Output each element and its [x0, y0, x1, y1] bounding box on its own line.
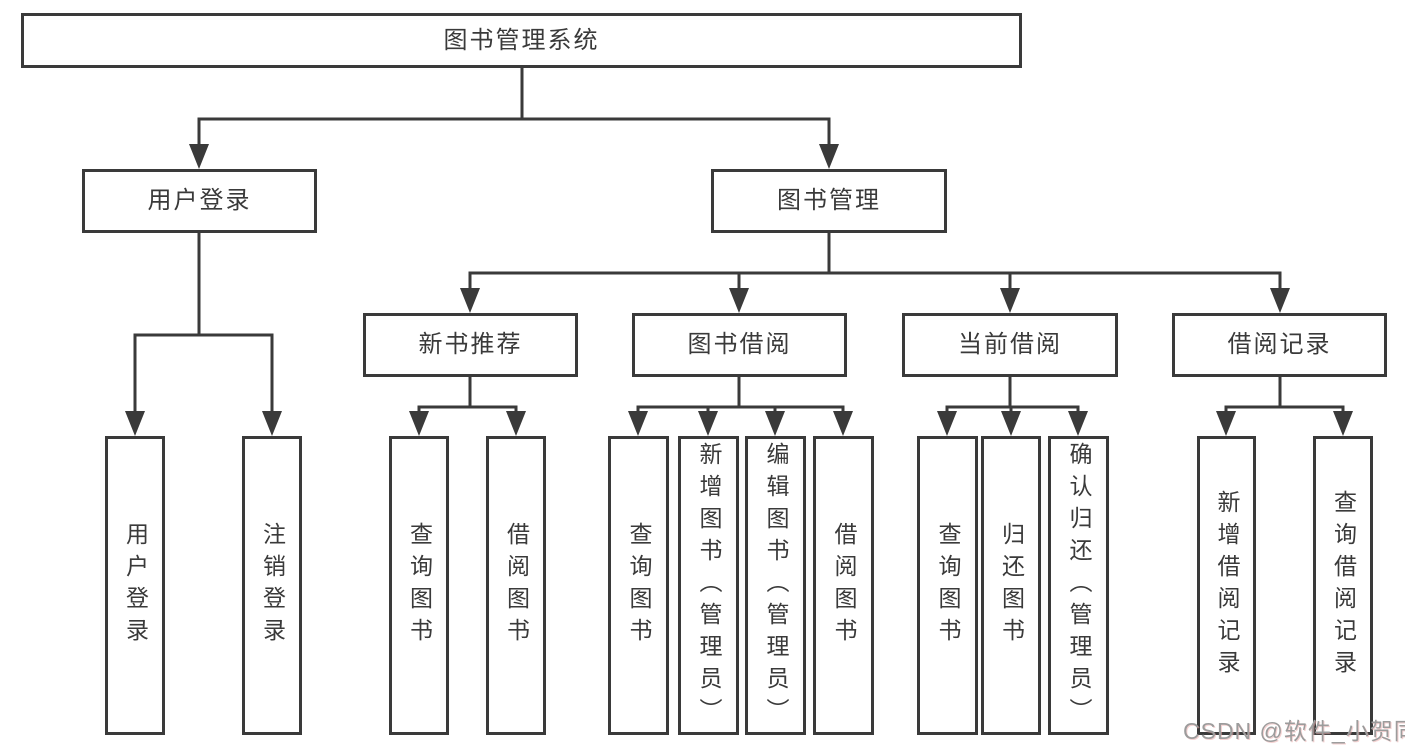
leaf-user-login: 用户登录 [105, 436, 165, 735]
node-new-book-recommendation: 新书推荐 [363, 313, 578, 377]
node-borrowing-records: 借阅记录 [1172, 313, 1387, 377]
leaf-borrow-books-recommend: 借阅图书 [486, 436, 546, 735]
leaf-borrow-books-borrowing: 借阅图书 [813, 436, 874, 735]
leaf-add-book-admin: 新增图书（管理员） [678, 436, 739, 735]
node-user-login: 用户登录 [82, 169, 317, 233]
leaf-query-books-recommend: 查询图书 [389, 436, 449, 735]
node-library-management-system: 图书管理系统 [21, 13, 1022, 68]
node-book-borrowing: 图书借阅 [632, 313, 847, 377]
leaf-query-books-borrowing: 查询图书 [608, 436, 669, 735]
node-current-borrowing: 当前借阅 [902, 313, 1118, 377]
leaf-confirm-return-admin: 确认归还（管理员） [1048, 436, 1109, 735]
leaf-edit-book-admin: 编辑图书（管理员） [745, 436, 806, 735]
csdn-watermark: CSDN @软件_小贺同学 [1183, 718, 1405, 744]
leaf-add-borrow-record: 新增借阅记录 [1197, 436, 1256, 735]
node-book-management: 图书管理 [711, 169, 947, 233]
leaf-logout: 注销登录 [242, 436, 302, 735]
leaf-query-borrow-record: 查询借阅记录 [1313, 436, 1373, 735]
leaf-return-books: 归还图书 [981, 436, 1041, 735]
leaf-query-books-current: 查询图书 [917, 436, 978, 735]
